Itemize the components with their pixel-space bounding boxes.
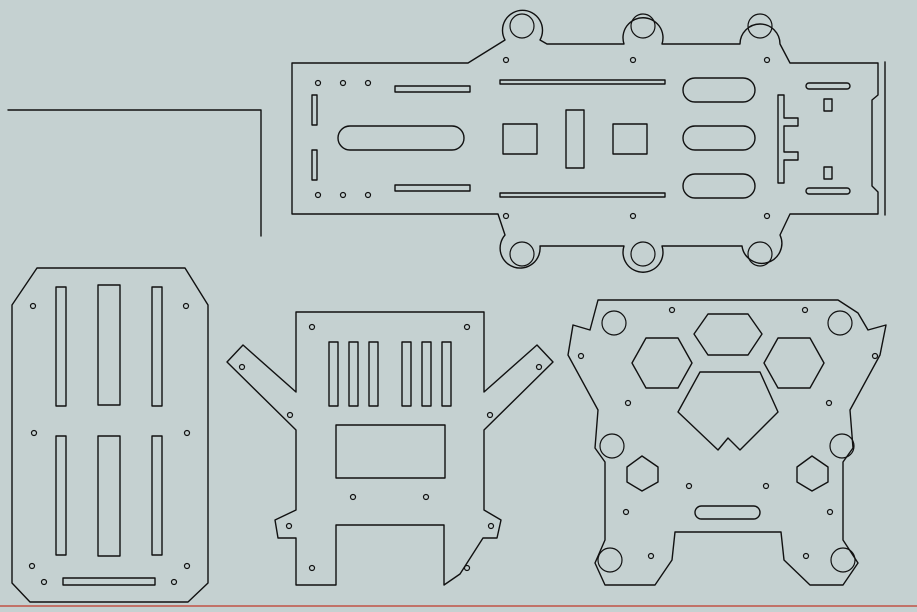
cutout [502, 123, 538, 155]
hex-cutout [626, 455, 659, 492]
slot [694, 505, 761, 520]
slot [151, 286, 163, 407]
vent-slot [368, 341, 379, 407]
mount-hole [601, 310, 627, 336]
mount-hole [747, 241, 773, 267]
mount-hole [509, 13, 535, 39]
hexagon-center-plate[interactable] [567, 299, 887, 586]
long-frame-plate[interactable] [291, 9, 886, 273]
center-cutout [335, 424, 446, 479]
slot [805, 187, 851, 195]
small-holes [314, 56, 771, 220]
vent-slot [348, 341, 359, 407]
slot [55, 435, 67, 556]
battery-plate[interactable] [11, 267, 209, 603]
small-holes [577, 306, 879, 560]
slot [55, 286, 67, 407]
mount-hole [599, 433, 625, 459]
slot [805, 82, 851, 90]
mount-hole [829, 433, 855, 459]
mount-hole [630, 13, 656, 39]
slot [311, 149, 318, 181]
slot [823, 98, 833, 112]
slot [394, 85, 471, 93]
slot [97, 435, 121, 557]
mount-hole [830, 547, 856, 573]
vent-slot [401, 341, 412, 407]
slot [823, 166, 833, 180]
cutout [612, 123, 648, 155]
cutout [565, 109, 585, 169]
hex-cutout [796, 455, 829, 492]
slot [499, 192, 666, 198]
vent-slot [328, 341, 339, 407]
arm-plate[interactable] [226, 311, 554, 586]
long-frame-outline [291, 9, 879, 273]
slot [682, 173, 756, 199]
slot [499, 79, 666, 85]
slot [311, 94, 318, 126]
slot [337, 125, 465, 151]
small-holes [28, 302, 191, 586]
vent-slot [421, 341, 432, 407]
mount-hole [827, 310, 853, 336]
slot [97, 284, 121, 406]
mount-hole [509, 241, 535, 267]
hex-cutout [763, 337, 825, 389]
slot [394, 184, 471, 192]
arm-plate-outline [226, 311, 554, 586]
small-holes [238, 323, 543, 572]
mount-hole [597, 547, 623, 573]
hex-cutout [631, 337, 693, 389]
center-cutout [677, 371, 779, 451]
side-notch [777, 94, 799, 184]
slot [62, 577, 156, 586]
vent-slot [441, 341, 452, 407]
mount-hole [747, 13, 773, 39]
battery-plate-outline [11, 267, 209, 603]
slot [682, 77, 756, 103]
mount-hole [630, 241, 656, 267]
corner-bracket[interactable] [7, 109, 262, 237]
slot [151, 435, 163, 556]
hex-cutout [693, 313, 763, 356]
hex-plate-outline [567, 299, 887, 586]
slot [682, 125, 756, 151]
